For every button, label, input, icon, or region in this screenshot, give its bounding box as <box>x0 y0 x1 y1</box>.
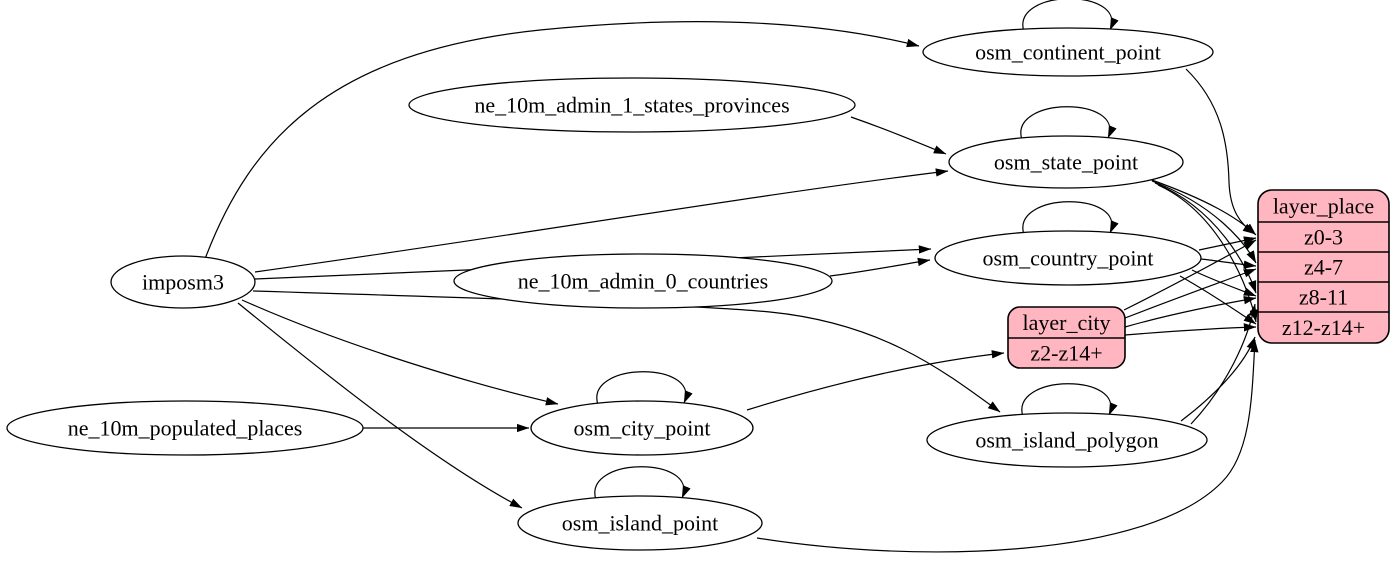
self-loop-osm_continent_point <box>1022 0 1119 33</box>
edge-osm_state_point-to-layer_place:z4-7 <box>1151 180 1257 264</box>
self-loop-osm_island_polygon <box>1021 383 1118 418</box>
node-osm_country_point-label: osm_country_point <box>982 246 1153 271</box>
self-loop-osm_country_point <box>1022 201 1119 236</box>
edge-osm_island_point-to-layer_place:z12-z14+ <box>756 339 1259 553</box>
node-ne_10m_admin_0_countries-label: ne_10m_admin_0_countries <box>518 269 769 294</box>
record-layer_city-row-layer_city: layer_city <box>1023 310 1111 335</box>
node-osm_country_point-shape <box>934 230 1202 286</box>
edge-layer_city-to-layer_place:z4-7 <box>1124 268 1257 319</box>
node-ne_10m_populated_places-label: ne_10m_populated_places <box>68 416 303 441</box>
edge-layer_city-to-layer_place:z12-z14+ <box>1124 323 1257 336</box>
record-layer_place-row-layer_place: layer_place <box>1273 194 1374 219</box>
edge-osm_country_point-to-layer_place:z12-z14+ <box>1179 275 1257 325</box>
node-imposm3-label: imposm3 <box>142 270 224 295</box>
self-loop-osm_state_point <box>1020 106 1117 141</box>
edge-imposm3-to-osm_island_polygon <box>252 290 1001 413</box>
edge-osm_country_point-to-layer_place:z0-3 <box>1198 236 1257 251</box>
node-osm_state_point-label: osm_state_point <box>994 150 1138 175</box>
node-osm_continent_point-shape <box>922 27 1214 77</box>
node-ne_10m_admin_1_states_provinces-shape <box>408 77 856 133</box>
edge-osm_island_polygon-to-layer_place:z8-11 <box>1190 303 1257 425</box>
edge-ne_10m_admin_1_states_provinces-to-osm_state_point <box>850 116 947 155</box>
edge-layer_city-to-layer_place:z8-11 <box>1124 295 1257 328</box>
edge-ne_10m_admin_0_countries-to-osm_country_point <box>829 257 931 277</box>
node-osm_state_point-shape <box>948 135 1184 189</box>
edge-imposm3-to-osm_state_point <box>254 168 949 273</box>
edge-imposm3-to-osm_city_point <box>241 299 559 406</box>
record-layer_place-row-z12-z14+: z12-z14+ <box>1282 315 1365 340</box>
edge-imposm3-to-osm_continent_point <box>204 21 920 260</box>
record-layer_city-row-z2-z14+: z2-z14+ <box>1030 341 1102 366</box>
record-layer_place-shape <box>1257 189 1390 344</box>
node-ne_10m_admin_0_countries-shape <box>453 253 833 309</box>
edge-imposm3-to-osm_island_point <box>237 302 523 509</box>
node-osm_city_point-shape <box>530 400 754 456</box>
record-layer_place-row-z8-11: z8-11 <box>1299 285 1348 310</box>
node-osm_island_point-label: osm_island_point <box>562 511 718 536</box>
edge-osm_city_point-to-layer_city:z2-z14+ <box>746 350 1005 411</box>
edge-layer_city-to-layer_place:z0-3 <box>1123 239 1257 311</box>
node-osm_island_polygon-label: osm_island_polygon <box>975 428 1158 453</box>
self-loop-osm_island_point <box>594 466 691 501</box>
node-ne_10m_populated_places-shape <box>6 400 364 456</box>
edge-osm_island_polygon-to-layer_place:z12-z14+ <box>1180 336 1256 422</box>
self-loop-osm_city_point <box>596 371 693 406</box>
node-osm_island_polygon-shape <box>926 412 1208 468</box>
edge-osm_state_point-to-layer_place:z8-11 <box>1154 182 1257 294</box>
edge-osm_country_point-to-layer_place:z4-7 <box>1200 258 1257 269</box>
edge-osm_continent_point-to-layer_place:z0-3 <box>1185 68 1256 235</box>
record-layer_place-row-z0-3: z0-3 <box>1304 225 1343 250</box>
edge-osm_country_point-to-layer_place:z8-11 <box>1191 269 1257 297</box>
node-osm_continent_point-label: osm_continent_point <box>975 40 1161 65</box>
node-imposm3-shape <box>110 255 256 309</box>
record-layer_place-row-z4-7: z4-7 <box>1304 255 1343 280</box>
node-osm_island_point-shape <box>517 495 763 551</box>
node-osm_city_point-label: osm_city_point <box>574 416 711 441</box>
node-ne_10m_admin_1_states_provinces-label: ne_10m_admin_1_states_provinces <box>474 93 789 118</box>
